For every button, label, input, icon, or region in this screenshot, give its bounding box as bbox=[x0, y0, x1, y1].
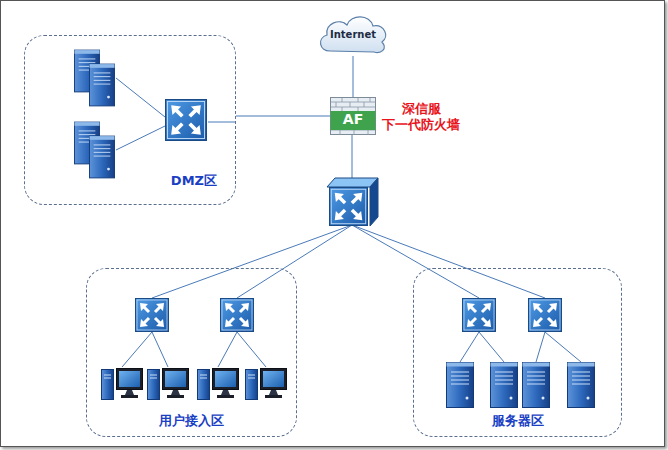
wires bbox=[116, 78, 581, 367]
zone-label: DMZ区 bbox=[171, 172, 217, 190]
firewall-body bbox=[331, 98, 376, 135]
user-pcs bbox=[102, 369, 287, 400]
dmz-switch bbox=[166, 100, 207, 141]
zone-region: 服务器区 bbox=[413, 268, 622, 437]
core-switch bbox=[327, 178, 378, 226]
connector bbox=[353, 56, 354, 97]
cloud-label: Internet bbox=[316, 29, 390, 40]
internet-cloud: Internet bbox=[316, 13, 390, 56]
firewall-device: AF深信服 下一代防火墙 bbox=[330, 97, 376, 135]
firewall-band bbox=[331, 111, 376, 130]
connector bbox=[236, 116, 330, 117]
zone-label: 用户接入区 bbox=[87, 412, 296, 430]
brick-lines bbox=[331, 98, 375, 135]
zone-servers bbox=[447, 363, 595, 408]
device-label: AF bbox=[330, 111, 376, 130]
dmz-servers bbox=[74, 50, 114, 178]
zone-region: DMZ区 bbox=[24, 35, 236, 205]
access-switches bbox=[136, 299, 562, 332]
zone-label: 服务器区 bbox=[414, 412, 621, 430]
zone-region: 用户接入区 bbox=[86, 268, 297, 437]
device-heading: 深信服 下一代防火墙 bbox=[378, 101, 464, 133]
